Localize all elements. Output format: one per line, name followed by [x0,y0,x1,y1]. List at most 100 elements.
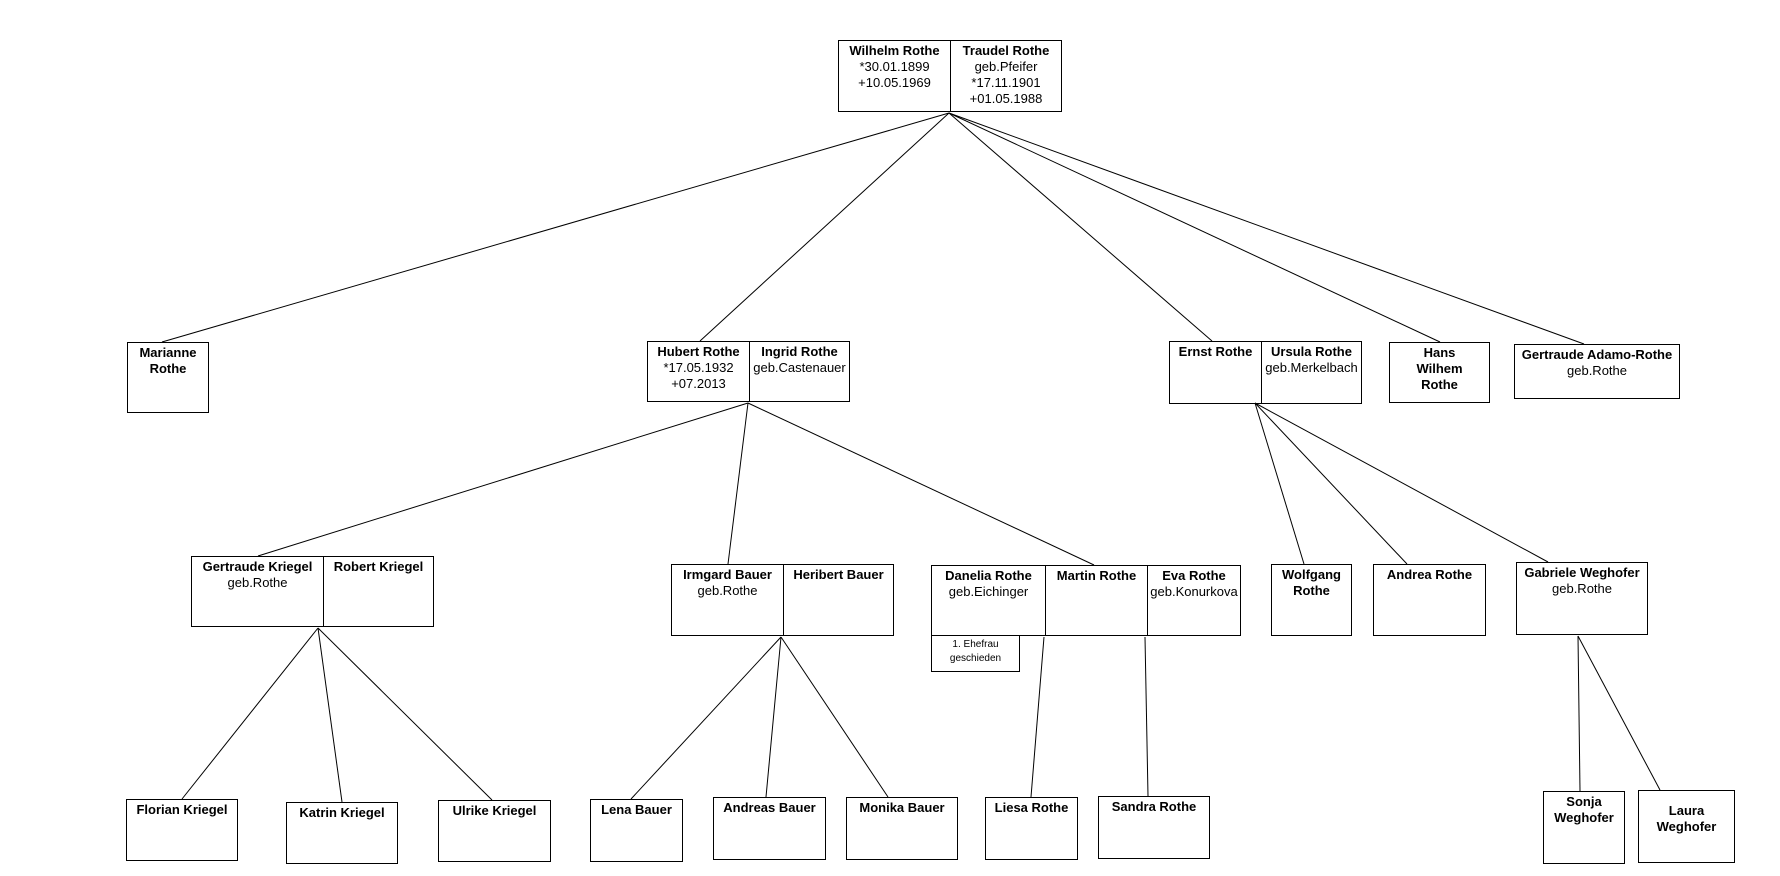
relation-line [257,402,749,557]
person-name: Wolfgang Rothe [1282,567,1341,598]
birth-date: *17.11.1901 [971,75,1041,90]
relation-line [948,112,1441,343]
person-martin: Martin Rothe [1045,566,1147,635]
relation-line [1254,402,1549,563]
relation-line [161,112,950,343]
person-ulrike: Ulrike Kriegel [439,801,550,861]
person-box-danelia-martin-eva: Danelia Rothe geb.Eichinger Martin Rothe… [931,565,1241,636]
person-monika: Monika Bauer [847,798,957,859]
person-sandra: Sandra Rothe [1099,797,1209,858]
person-name: Eva Rothe [1162,568,1226,583]
maiden-name: geb.Rothe [1567,363,1627,378]
relation-line [765,636,782,798]
person-robert: Robert Kriegel [323,557,433,626]
relation-line [948,112,1213,342]
person-hubert: Hubert Rothe *17.05.1932 +07.2013 [648,342,749,401]
person-box-wolfgang: Wolfgang Rothe [1271,564,1352,636]
person-name: Ernst Rothe [1178,344,1253,359]
person-box-laura: Laura Weghofer [1638,790,1735,863]
person-ingrid: Ingrid Rothe geb.Castenauer [749,342,849,401]
relation-line [780,636,889,798]
person-box-andrea: Andrea Rothe [1373,564,1486,636]
person-gertraude-kriegel: Gertraude Kriegel geb.Rothe [192,557,323,626]
person-name: Heribert Bauer [793,567,884,582]
person-florian: Florian Kriegel [127,800,237,860]
person-box-katrin: Katrin Kriegel [286,802,398,864]
person-name: Martin Rothe [1056,568,1137,583]
person-name: Gabriele Weghofer [1524,565,1640,580]
person-name: Robert Kriegel [333,559,424,574]
person-name: Andreas Bauer [723,800,816,815]
birth-date: *30.01.1899 [859,59,930,74]
person-ursula: Ursula Rothe geb.Merkelbach [1261,342,1361,403]
maiden-name: geb.Rothe [697,583,758,598]
note-line: 1. Ehefrau [952,639,999,650]
person-name: Traudel Rothe [962,43,1050,58]
person-ernst: Ernst Rothe [1170,342,1261,403]
maiden-name: geb.Eichinger [948,584,1029,599]
person-gabriele: Gabriele Weghofer geb.Rothe [1517,563,1647,634]
person-box-gertraude-adamo: Gertraude Adamo-Rothe geb.Rothe [1514,344,1680,399]
person-box-sandra: Sandra Rothe [1098,796,1210,859]
person-name: Wilhelm Rothe [849,43,940,58]
birth-date: *17.05.1932 [663,360,734,375]
relation-line [1577,635,1581,792]
relation-line [1254,402,1408,565]
person-laura: Laura Weghofer [1639,791,1734,862]
person-box-wilhelm-traudel: Wilhelm Rothe *30.01.1899 +10.05.1969 Tr… [838,40,1062,112]
divorce-note: 1. Ehefrau geschieden [931,635,1020,672]
maiden-name: geb.Pfeifer [974,59,1038,74]
relation-line [630,636,782,800]
person-andreas: Andreas Bauer [714,798,825,859]
maiden-name: geb.Konurkova [1150,584,1238,599]
maiden-name: geb.Castenauer [753,360,846,375]
person-name: Ulrike Kriegel [452,803,537,818]
relation-line [181,627,319,800]
person-name: Florian Kriegel [136,802,228,817]
person-box-gertraude-robert: Gertraude Kriegel geb.Rothe Robert Krieg… [191,556,434,627]
person-box-hubert-ingrid: Hubert Rothe *17.05.1932 +07.2013 Ingrid… [647,341,850,402]
maiden-name: geb.Merkelbach [1265,360,1358,375]
relation-line [747,402,1095,566]
person-box-irmgard-heribert: Irmgard Bauer geb.Rothe Heribert Bauer [671,564,894,636]
maiden-name: geb.Rothe [1552,581,1612,596]
death-date: +01.05.1988 [969,91,1043,106]
person-name: Danelia Rothe [945,568,1032,583]
note-line: geschieden [949,653,1002,664]
relation-line [1030,636,1045,798]
person-name: Liesa Rothe [994,800,1069,815]
relation-line [317,627,493,801]
person-irmgard: Irmgard Bauer geb.Rothe [672,565,783,635]
relation-line [948,112,1585,345]
person-wilhelm: Wilhelm Rothe *30.01.1899 +10.05.1969 [839,41,950,111]
person-box-florian: Florian Kriegel [126,799,238,861]
person-name: Gertraude Kriegel [202,559,313,574]
relation-line [699,112,950,342]
person-sonja: Sonja Weghofer [1544,792,1624,863]
person-box-gabriele: Gabriele Weghofer geb.Rothe [1516,562,1648,635]
person-name: Marianne Rothe [139,345,197,376]
person-box-hans: Hans Wilhem Rothe [1389,342,1490,403]
person-gertraude-adamo: Gertraude Adamo-Rothe geb.Rothe [1515,345,1679,398]
person-danelia: Danelia Rothe geb.Eichinger [932,566,1045,635]
relation-line [727,402,749,565]
person-wolfgang: Wolfgang Rothe [1272,565,1351,635]
person-andrea: Andrea Rothe [1374,565,1485,635]
person-box-ulrike: Ulrike Kriegel [438,800,551,862]
death-date: +07.2013 [671,376,726,391]
person-marianne: Marianne Rothe [128,343,208,412]
person-heribert: Heribert Bauer [783,565,893,635]
person-name: Gertraude Adamo-Rothe [1521,347,1673,362]
person-name: Sandra Rothe [1111,799,1197,814]
person-box-monika: Monika Bauer [846,797,958,860]
person-box-sonja: Sonja Weghofer [1543,791,1625,864]
person-name: Ingrid Rothe [761,344,838,359]
person-eva: Eva Rothe geb.Konurkova [1147,566,1240,635]
relation-line [1577,635,1661,791]
person-name: Lena Bauer [601,802,672,817]
person-name: Ursula Rothe [1271,344,1352,359]
person-name: Hubert Rothe [657,344,740,359]
person-name: Laura Weghofer [1656,803,1717,834]
person-traudel: Traudel Rothe geb.Pfeifer *17.11.1901 +0… [950,41,1061,111]
